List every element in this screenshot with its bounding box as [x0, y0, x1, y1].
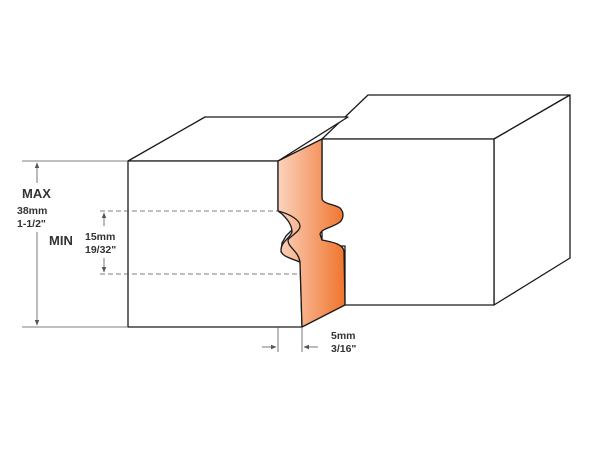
min-label: MIN: [49, 233, 73, 248]
min-mm-label: 15mm: [85, 231, 115, 243]
joint-profile: [277, 138, 346, 328]
profile-edge: [277, 210, 301, 263]
right-block: [321, 94, 571, 306]
offset-mm-label: 5mm: [331, 330, 356, 342]
left-block-front-face: [127, 160, 303, 328]
offset-in-label: 3/16": [331, 343, 356, 355]
right-block-front-face: [321, 138, 495, 306]
max-in-label: 1-1/2": [17, 218, 46, 230]
max-mm-label: 38mm: [17, 205, 47, 217]
min-in-label: 19/32": [85, 244, 116, 256]
max-label: MAX: [22, 186, 51, 201]
